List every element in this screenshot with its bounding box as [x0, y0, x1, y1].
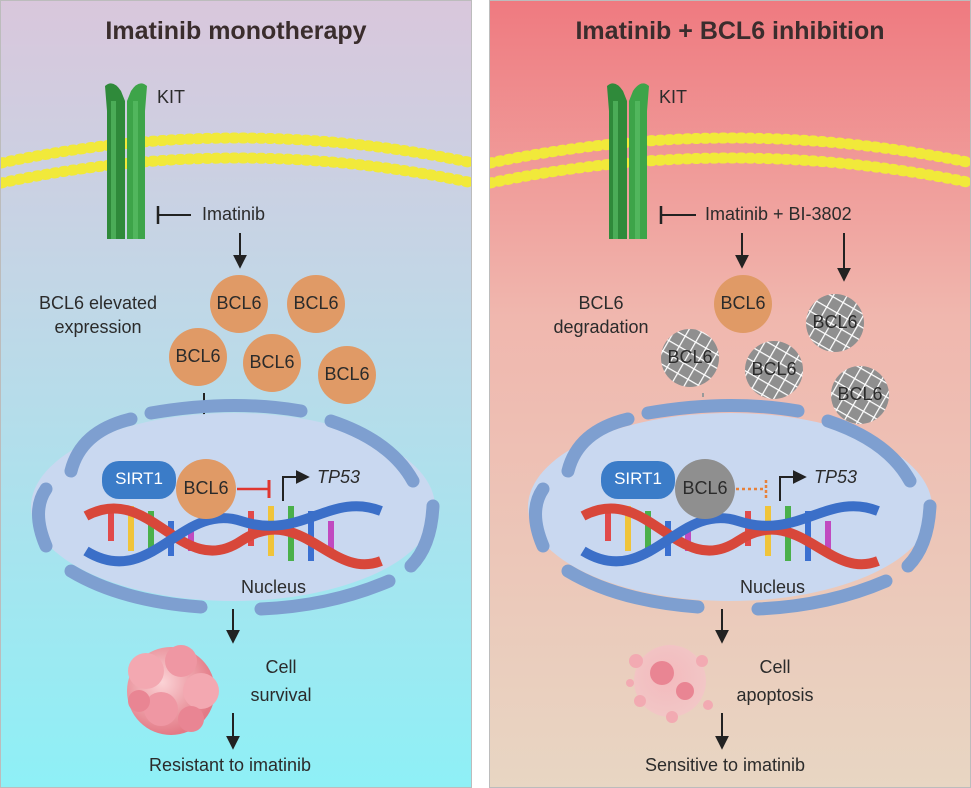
sirt1-protein [601, 461, 675, 499]
sirt1-protein [102, 461, 176, 499]
outcome-label: Sensitive to imatinib [644, 755, 806, 775]
bcl6-nuclear [176, 459, 236, 519]
bcl6-protein-label: BCL6 [175, 346, 221, 366]
bcl6-nuclear-degraded [675, 459, 735, 519]
bcl6-degraded-label: BCL6 [812, 312, 858, 332]
bcl6-degraded-label: BCL6 [667, 347, 713, 367]
drug-label: Imatinib [202, 204, 266, 224]
bcl6-protein-label: BCL6 [293, 293, 339, 313]
cell-fate-label: Cell survival [250, 657, 312, 705]
bcl6-degraded-label: BCL6 [751, 359, 797, 379]
kit-receptor-icon [105, 83, 147, 239]
panel-title: Imatinib monotherapy [105, 17, 367, 45]
cell-membrane [1, 132, 471, 189]
bcl6-degraded-label: BCL6 [837, 384, 883, 404]
bcl6-state-label: BCL6 degradation [553, 293, 649, 337]
bcl6-nuclear-label: BCL6 [682, 478, 728, 498]
bcl6-intact [714, 275, 772, 333]
kit-label: KIT [157, 87, 186, 107]
bcl6-protein-label: BCL6 [324, 364, 370, 384]
bcl6-protein-label: BCL6 [249, 352, 295, 372]
sirt1-label: SIRT1 [614, 469, 662, 488]
sirt1-label: SIRT1 [115, 469, 163, 488]
diagram-art [490, 83, 970, 750]
bcl6-protein-label: BCL6 [216, 293, 262, 313]
panel-title: Imatinib + BCL6 inhibition [575, 17, 885, 45]
dna-helix-icon [580, 501, 880, 570]
kit-label: KIT [659, 87, 688, 107]
bcl6-state-label: BCL6 elevated expression [38, 293, 158, 337]
cell-cluster-icon [127, 645, 219, 735]
panel-background [1, 1, 471, 787]
tp53-promoter-arrow [779, 470, 807, 501]
kit-receptor-icon [607, 83, 649, 239]
panel-imatinib-bcl6-inhibition: Imatinib + BCL6 inhibition KIT Imatinib … [489, 0, 971, 788]
tp53-label: TP53 [317, 467, 361, 487]
tp53-label: TP53 [814, 467, 858, 487]
nucleus-label: Nucleus [740, 577, 806, 597]
cell-membrane [490, 132, 970, 189]
tp53-promoter-arrow [282, 470, 310, 501]
outcome-label: Resistant to imatinib [148, 755, 312, 775]
bcl6-cluster [169, 275, 376, 404]
panel-imatinib-monotherapy: Imatinib monotherapy KIT Imatinib BCL6 e… [0, 0, 472, 788]
bcl6-protein-label: BCL6 [720, 293, 766, 313]
drug-label: Imatinib + BI-3802 [705, 204, 852, 224]
apoptotic-cell-icon [626, 645, 713, 723]
nucleus-label: Nucleus [241, 577, 307, 597]
diagram-art [1, 83, 471, 750]
cell-fate-label: Cell apoptosis [736, 657, 814, 705]
bcl6-nuclear-label: BCL6 [183, 478, 229, 498]
panel-background [490, 1, 970, 787]
bcl6-degraded-cluster [661, 294, 889, 424]
dna-helix-icon [83, 501, 383, 570]
